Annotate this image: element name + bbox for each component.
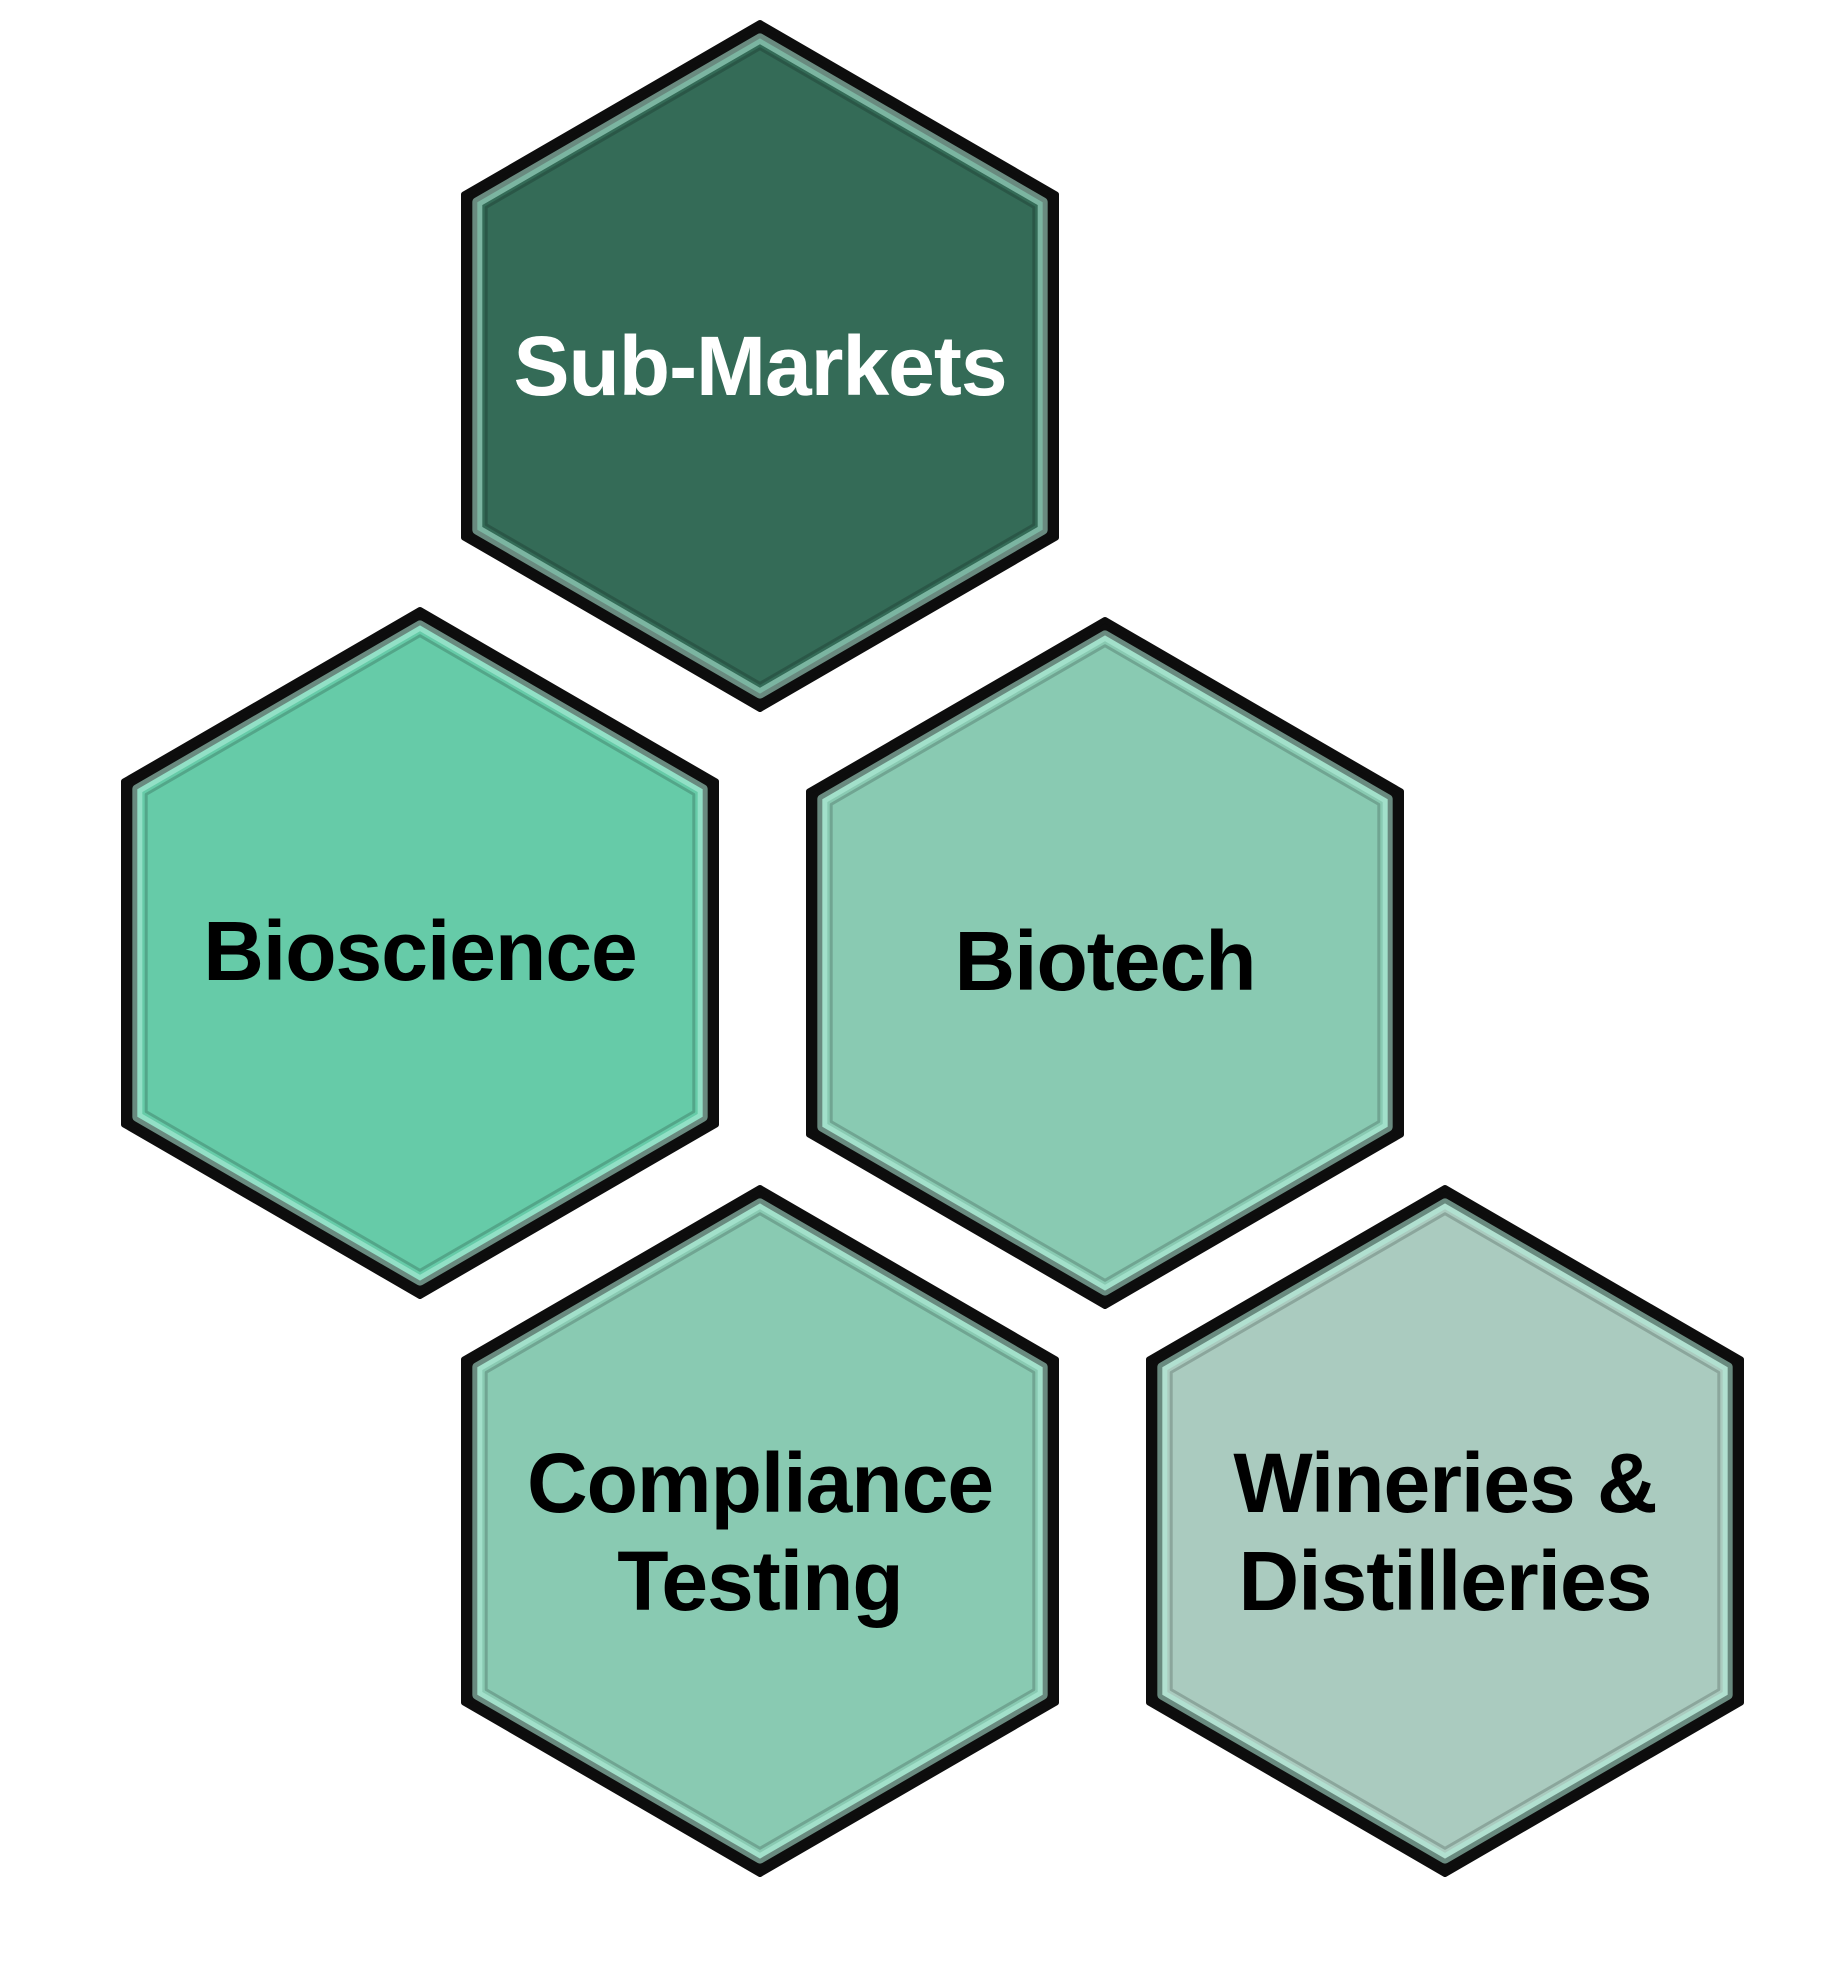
hexagon-label: Bioscience [203, 904, 637, 998]
hexagon-label: Biotech [954, 914, 1255, 1008]
hexagon-bioscience: Bioscience [121, 607, 719, 1299]
hexagon-label: Compliance [527, 1436, 993, 1530]
hexagon-label: Testing [617, 1534, 902, 1628]
hexagon-label: Distilleries [1239, 1534, 1652, 1628]
hexagon-sub-markets: Sub-Markets [461, 20, 1059, 712]
hexagon-label: Sub-Markets [513, 319, 1006, 413]
hexagon-face [144, 634, 696, 1272]
hexagon-face [484, 47, 1036, 685]
hexagon-wineries-distilleries: Wineries &Distilleries [1146, 1185, 1744, 1877]
hexagon-face [484, 1212, 1036, 1850]
hexagon-face [1169, 1212, 1721, 1850]
hexagon-face [829, 644, 1381, 1282]
hexagon-label: Wineries & [1233, 1436, 1656, 1530]
hexagon-biotech: Biotech [806, 617, 1404, 1309]
